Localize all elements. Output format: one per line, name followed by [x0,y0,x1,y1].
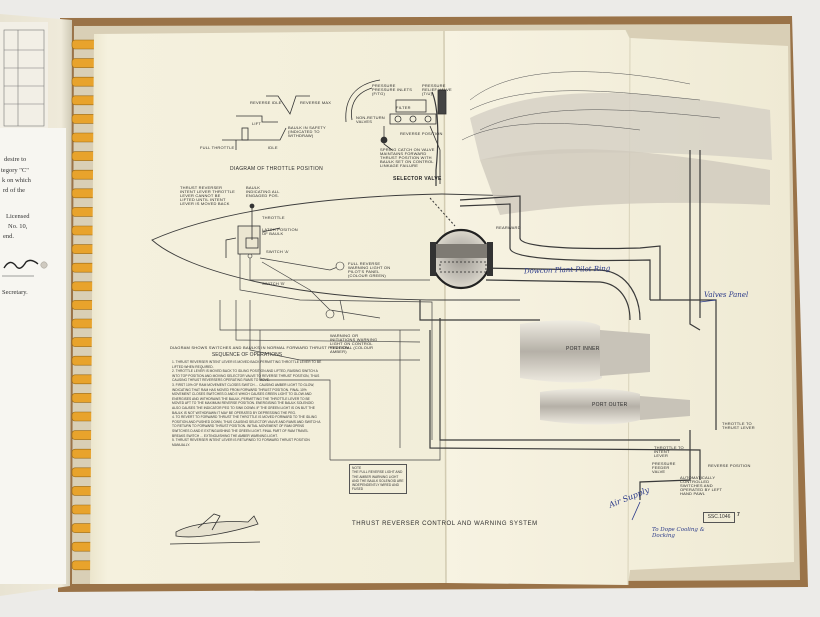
note-title: NOTE [352,466,362,470]
label-reverse-position-right: REVERSE POSITION [708,463,751,468]
throttle-mechanism [225,203,281,258]
note-box: NOTE THE FULL REVERSE LIGHT AND THE AMBE… [349,464,407,494]
airplane-sketch [169,513,261,545]
throttle-position-diagram [222,95,310,150]
label-lift: LIFT [252,121,262,126]
label-intent-lever: THRUST REVERSER INTENT LEVER THROTTLE LE… [180,185,235,206]
sequence-title: SEQUENCE OF OPERATIONS [211,352,283,358]
left-doc-line: tegory "C" [1,167,29,174]
label-amber-light: WARNING OR INITIATIONS WARNING LIGHT ON … [330,333,378,354]
left-doc-line: Licensed [6,213,30,220]
handwritten-chamber-note: To Dope Cooling & Docking [652,527,705,539]
sequence-step: 1. THRUST REVERSER INTENT LEVER IS MOVED… [172,360,322,369]
label-spring-catch: SPRING CATCH ON VALVE MAINTAINS FORWARD … [380,147,435,168]
label-baulk-safety: BAULK IN SAFETY (INDICATED TO WITHDRAW) [288,125,326,138]
left-doc-line: rd of the [3,187,26,194]
selector-valve-title: SELECTOR VALVE [393,176,442,182]
label-latch-position: LATCH POSITION OF BAULK [262,227,298,236]
left-doc-line: end. [3,233,15,240]
label-filter: FILTER [396,105,411,110]
sequence-step: 3. FIRST 10% OF RAM MOVEMENT CLOSES SWIT… [172,382,315,415]
label-full-throttle: FULL THROTTLE [200,145,235,150]
wire-connectors [247,253,345,319]
note-text: THE FULL REVERSE LIGHT AND THE AMBER WAR… [352,470,404,492]
label-nonreturn: NON-RETURN VALVES [356,115,385,124]
label-feeder-valve: PRESSURE FEEDER VALVE [652,461,676,474]
label-rearward: REARWARD [496,225,521,230]
label-reverse-position: REVERSE POSITION [400,131,443,136]
label-baulk-indicating: BAULK INDICATING ALL ENGAGED POS. [246,185,280,198]
label-auto-switches: AUTOMATICALLY CONTROLLED SWITCHES AND OP… [680,475,723,496]
label-pressure-inlets: PRESSURE PRESSURE INLETS (F/TG) [372,83,413,96]
left-doc-line: k on which [2,177,31,184]
label-throttle: THROTTLE [262,215,285,220]
label-throttle-thrust-lever: THROTTLE TO THRUST LEVER [722,421,755,430]
label-reverse-idle: REVERSE IDLE [250,100,282,105]
label-switch-a: SWITCH 'A' [266,249,290,254]
label-green-light: FULL REVERSE WARNING LIGHT ON PILOT'S PA… [348,261,391,278]
sequence-step: 5. THRUST REVERSER INTENT LEVER IS RETUR… [172,438,310,447]
selector-valve-drawing [345,79,447,184]
throttle-diagram-title: DIAGRAM OF THROTTLE POSITION [230,166,324,172]
wing-nacelles [470,92,772,425]
label-switch-b: SWITCH 'B' [262,281,286,286]
handwritten-valve-note: Valves Panel [704,291,749,299]
diagram-title: THRUST REVERSER CONTROL AND WARNING SYST… [352,521,538,527]
sequence-step: 2. THROTTLE LEVER IS MOVED BACK TO IDLIN… [172,369,320,383]
label-reverse-max: REVERSE MAX [300,100,332,105]
label-port-outer: PORT OUTER [592,402,628,408]
label-idle: IDLE [268,145,278,150]
sequence-step: 4. TO REVERT TO FORWARD THRUST THE THROT… [172,415,321,438]
left-page [0,14,72,596]
sequence-of-operations: SEQUENCE OF OPERATIONS 1. THRUST REVERSE… [172,352,322,486]
handwritten-marks [631,299,717,521]
label-port-inner: PORT INNER [566,346,600,352]
reference-number: SSC.1046 [703,512,735,523]
left-doc-line: No. 10, [8,223,28,230]
label-throttle-intent: THROTTLE TO INTENT LEVER [654,445,684,458]
sheet-number: 7 [737,512,741,518]
diagram-page [90,31,446,584]
label-relief-valve: PRESSURE RELIEF VALVE (T/U) [422,83,452,96]
left-doc-line: Secretary. [2,289,28,296]
selector-valve-assembly [429,197,493,290]
left-doc-line: desire to [4,156,27,163]
electrical-wiring [219,250,441,461]
switches-caption: DIAGRAM SHOWS SWITCHES AND BAULKS IN NOR… [170,345,349,350]
